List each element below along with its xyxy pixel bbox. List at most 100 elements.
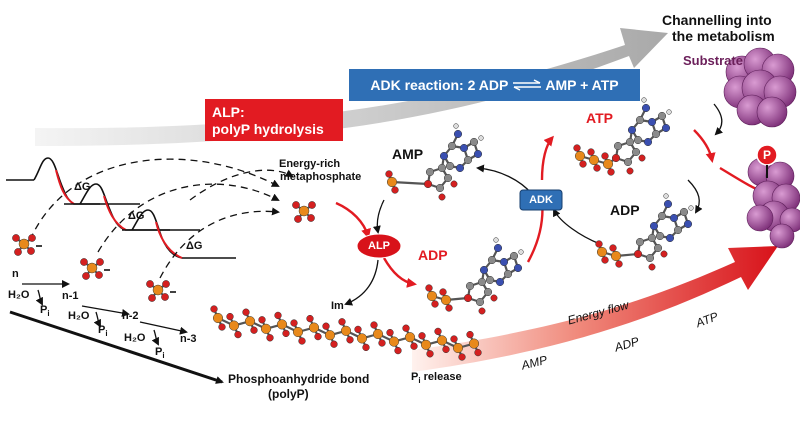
- oxygen-atom: [463, 293, 473, 303]
- substrate-ball: [746, 204, 774, 232]
- pi-release-p: P: [411, 371, 419, 383]
- oxygen-atom: [298, 337, 306, 345]
- phosphorus-atom: [388, 336, 400, 347]
- hydrogen-atom: [493, 237, 499, 243]
- oxygen-atom: [282, 329, 290, 338]
- oxygen-atom: [12, 234, 20, 242]
- nitrogen-atom: [455, 163, 465, 173]
- oxygen-atom: [14, 248, 22, 256]
- carbon-atom: [653, 243, 663, 253]
- oxygen-atom: [450, 180, 458, 188]
- oxygen-atom: [27, 247, 35, 255]
- oxygen-atom: [314, 332, 322, 341]
- oxygen-atom: [242, 308, 250, 316]
- phosphorus-atom: [426, 290, 438, 302]
- carbon-atom: [655, 231, 665, 241]
- equilibrium-arrows-icon: [512, 78, 542, 94]
- oxygen-atom: [292, 201, 300, 209]
- oxygen-atom: [258, 316, 266, 324]
- carbon-atom: [647, 233, 657, 243]
- nitrogen-atom: [495, 277, 505, 287]
- carbon-atom: [463, 155, 473, 165]
- oxygen-atom: [250, 326, 258, 334]
- nitrogen-atom: [647, 117, 657, 127]
- alp-box-line-2: polyP hydrolysis: [212, 121, 324, 137]
- oxygen-atom: [96, 258, 104, 266]
- polyp-label-line-2: (polyP): [268, 387, 309, 401]
- oxygen-atom: [593, 164, 601, 172]
- oxygen-atom: [474, 348, 482, 357]
- carbon-atom: [435, 183, 445, 193]
- nitrogen-atom: [499, 257, 509, 267]
- im-label: Im: [331, 300, 344, 312]
- energy-rich-line-1: Energy-rich: [279, 158, 341, 170]
- oxygen-atom: [626, 167, 634, 175]
- oxygen-atom: [307, 214, 315, 222]
- chain-n-2: n-2: [122, 310, 139, 322]
- oxygen-atom: [162, 280, 170, 288]
- phosphorus-atom: [602, 158, 614, 170]
- phosphorus-atom: [298, 205, 310, 217]
- title-line-1: Channelling into: [662, 12, 772, 28]
- oxygen-atom: [478, 307, 486, 315]
- chain-water-3: H₂O: [124, 332, 146, 344]
- carbon-atom: [657, 211, 667, 221]
- oxygen-atom: [633, 249, 643, 259]
- oxygen-atom: [308, 201, 316, 209]
- carbon-atom: [635, 115, 645, 125]
- chain-pi-3-sub: i: [162, 351, 165, 361]
- phosphorus-atom: [86, 262, 98, 274]
- nitrogen-atom: [473, 149, 483, 159]
- oxygen-atom: [346, 336, 354, 344]
- chain-n-3: n-3: [180, 333, 197, 345]
- carbon-atom: [469, 137, 479, 147]
- hydrogen-atom: [641, 97, 647, 103]
- carbon-atom: [437, 163, 447, 173]
- carbon-atom: [633, 135, 643, 145]
- phosphorus-atom: [596, 246, 608, 258]
- oxygen-atom: [402, 324, 410, 332]
- phosphorus-atom: [340, 325, 352, 336]
- carbon-atom: [673, 225, 683, 235]
- chain-pi-2-p: P: [98, 324, 106, 336]
- carbon-atom: [613, 141, 623, 151]
- phosphorus-atom: [356, 333, 368, 344]
- hydrogen-atom: [453, 123, 459, 129]
- oxygen-atom: [648, 263, 656, 271]
- nitrogen-atom: [665, 233, 675, 243]
- oxygen-atom: [80, 258, 88, 266]
- oxygen-atom: [445, 304, 453, 312]
- oxygen-atom: [601, 152, 609, 160]
- carbon-atom: [625, 137, 635, 147]
- energy-landscape: [6, 157, 236, 259]
- oxygen-atom: [294, 215, 302, 223]
- nitrogen-atom: [493, 243, 503, 253]
- chain-pi-1: Pi: [40, 304, 50, 318]
- title-line-2: the metabolism: [672, 28, 775, 44]
- oxygen-atom: [234, 330, 242, 339]
- phosphorus-atom: [404, 332, 416, 343]
- oxygen-atom: [148, 294, 156, 302]
- oxygen-atom: [438, 193, 446, 201]
- nitrogen-atom: [669, 213, 679, 223]
- amp-label: AMP: [392, 146, 424, 162]
- oxygen-atom: [338, 318, 346, 326]
- oxygen-atom: [218, 323, 226, 331]
- pi-release-sub: i: [418, 376, 421, 386]
- oxygen-atom: [266, 334, 274, 342]
- polyp-label-line-1: Phosphoanhydride bond: [228, 372, 370, 386]
- phosphorus-atom: [372, 328, 384, 340]
- carbon-atom: [509, 251, 519, 261]
- phosphorus-atom: [292, 326, 304, 338]
- phosphate-badge-label: P: [762, 148, 771, 162]
- adk-reaction-prefix: ADK reaction: 2 ADP: [370, 77, 509, 93]
- oxygen-atom: [378, 339, 386, 347]
- nitrogen-atom: [643, 137, 653, 147]
- alp-hydrolysis-box: [205, 99, 343, 141]
- carbon-atom: [631, 147, 641, 157]
- carbon-atom: [447, 141, 457, 151]
- nitrogen-atom: [663, 199, 673, 209]
- oxygen-atom: [587, 148, 595, 156]
- phosphorus-atom: [244, 316, 256, 327]
- energy-flow-arrow: [412, 246, 778, 372]
